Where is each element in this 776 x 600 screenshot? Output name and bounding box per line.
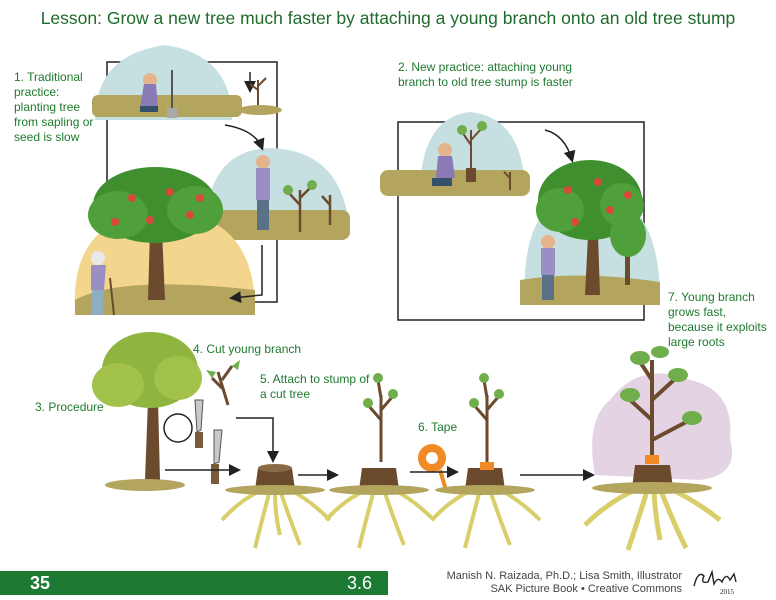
tree-icon	[88, 167, 223, 300]
signature-icon: 2015	[693, 569, 737, 596]
tape-roll-icon	[418, 444, 448, 491]
cut-point-marker	[163, 413, 193, 443]
knife-icon	[211, 429, 223, 484]
stump-with-roots-icon	[430, 373, 542, 549]
step5-label: 5. Attach to stump of a cut tree	[260, 372, 370, 401]
arrow-icon	[229, 245, 263, 304]
credit-authors: Manish N. Raizada, Ph.D.; Lisa Smith, Il…	[446, 570, 682, 582]
tree-icon	[92, 332, 202, 491]
credits: Manish N. Raizada, Ph.D.; Lisa Smith, Il…	[447, 570, 682, 596]
step3-label: 3. Procedure	[35, 400, 104, 414]
grown-graft-icon	[583, 346, 732, 551]
arrow-icon	[236, 417, 279, 463]
tree-icon	[536, 160, 646, 295]
elderly-person-icon	[91, 251, 115, 316]
step4-label: 4. Cut young branch	[193, 342, 302, 356]
person-icon	[432, 143, 455, 186]
step2-label: 2. New practice: attaching young branch …	[398, 60, 573, 89]
arrow-icon	[224, 124, 265, 151]
step1-label: 1. Traditional practice: planting tree f…	[14, 70, 94, 144]
person-icon	[256, 155, 270, 230]
tree-icon	[457, 121, 487, 182]
procedure-strip	[92, 332, 732, 551]
sapling-icon	[238, 72, 282, 115]
knife-icon	[194, 399, 204, 448]
credit-license: SAK Picture Book • Creative Commons	[490, 583, 682, 595]
arrow-icon	[544, 129, 576, 163]
section-number: 3.6	[346, 573, 372, 593]
young-branch-icon	[206, 360, 240, 406]
stump-with-roots-icon	[324, 373, 436, 549]
footer-bar: 35 3.6	[0, 571, 388, 595]
new-practice-panel	[380, 112, 660, 321]
person-icon	[541, 235, 555, 300]
page-title: Lesson: Grow a new tree much faster by a…	[40, 8, 736, 28]
step7-label: 7. Young branch grows fast, because it e…	[668, 290, 767, 349]
stump-with-roots-icon	[220, 464, 332, 549]
page-number: 35	[30, 573, 51, 593]
person-icon	[140, 73, 158, 112]
step6-label: 6. Tape	[418, 420, 458, 434]
svg-text:2015: 2015	[720, 588, 735, 596]
traditional-practice-panel	[74, 45, 350, 316]
